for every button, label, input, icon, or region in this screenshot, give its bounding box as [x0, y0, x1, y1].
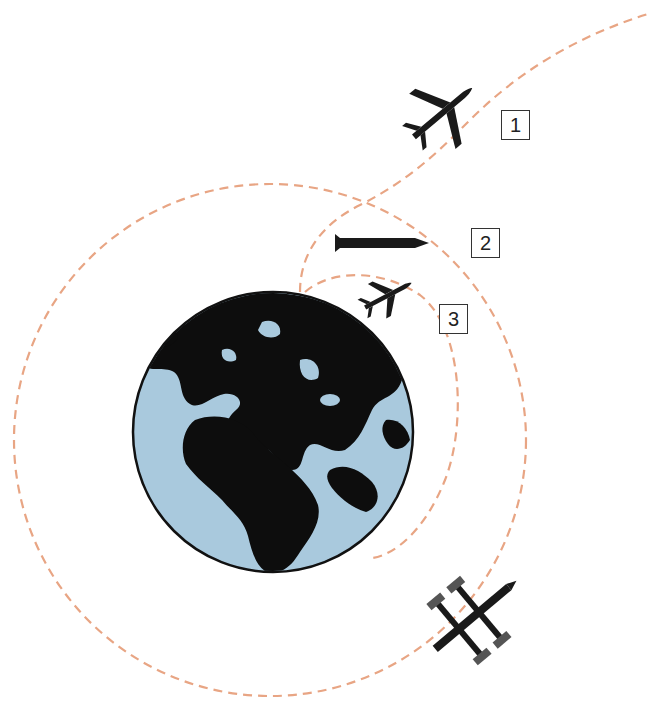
space-station-icon [410, 550, 543, 679]
airplane-icon [389, 60, 495, 165]
callout-number: 3 [439, 304, 468, 334]
trajectory-path [300, 14, 648, 292]
callout-number: 2 [471, 228, 500, 258]
orbit-path [14, 184, 526, 696]
earth-globe [133, 292, 413, 574]
missile-icon [335, 234, 429, 252]
callout-number: 1 [501, 110, 530, 140]
spaceplane-icon [353, 266, 420, 326]
